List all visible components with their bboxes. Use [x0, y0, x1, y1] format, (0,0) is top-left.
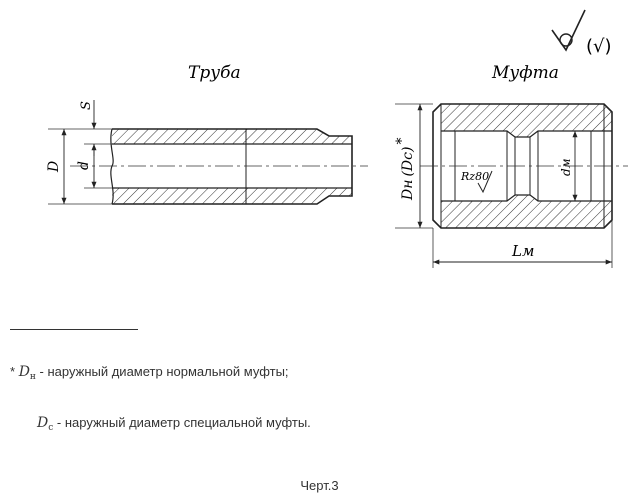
- dim-D-label: D: [46, 161, 62, 173]
- footnote-dc-text: - наружный диаметр специальной муфты.: [56, 415, 311, 430]
- roughness-mark-icon: [477, 170, 493, 194]
- footnote-dn: * Dн - наружный диаметр нормальной муфты…: [10, 364, 289, 382]
- svg-text:Dн(Dc)*: Dн(Dc)*: [394, 138, 416, 201]
- roughness-paren-label: (√): [586, 36, 612, 57]
- coupling-title: Муфта: [491, 63, 559, 83]
- roughness-circle-icon: [559, 33, 573, 47]
- pipe-outline: [112, 128, 353, 205]
- footnote-rule: [10, 329, 138, 330]
- roughness-rz-label: Rz80: [460, 170, 489, 183]
- footnote-dc: Dс - наружный диаметр специальной муфты.: [37, 415, 311, 433]
- dim-Dn-label: Dн(Dc)*: [394, 138, 416, 201]
- pipe-view: Труба D d S: [46, 63, 368, 205]
- dim-dm-label: dм: [559, 158, 573, 176]
- coupling-view: Муфта Dн(Dc)* dм Rz8: [394, 63, 628, 268]
- dim-s-label: S: [79, 101, 94, 110]
- coupling-top-wall: [441, 104, 612, 137]
- figure-caption: Черт.3: [300, 478, 339, 493]
- dim-d-label: d: [76, 161, 92, 170]
- pipe-bottom-wall: [112, 188, 352, 204]
- footnote-dn-text: - наружный диаметр нормальной муфты;: [39, 364, 289, 379]
- pipe-title: Труба: [188, 63, 241, 83]
- coupling-bottom-wall: [441, 195, 612, 228]
- pipe-top-wall: [112, 129, 352, 144]
- dim-Lm-label: Lм: [511, 242, 534, 260]
- roughness-check-icon: [551, 9, 586, 52]
- general-roughness-symbol: (√): [551, 9, 612, 57]
